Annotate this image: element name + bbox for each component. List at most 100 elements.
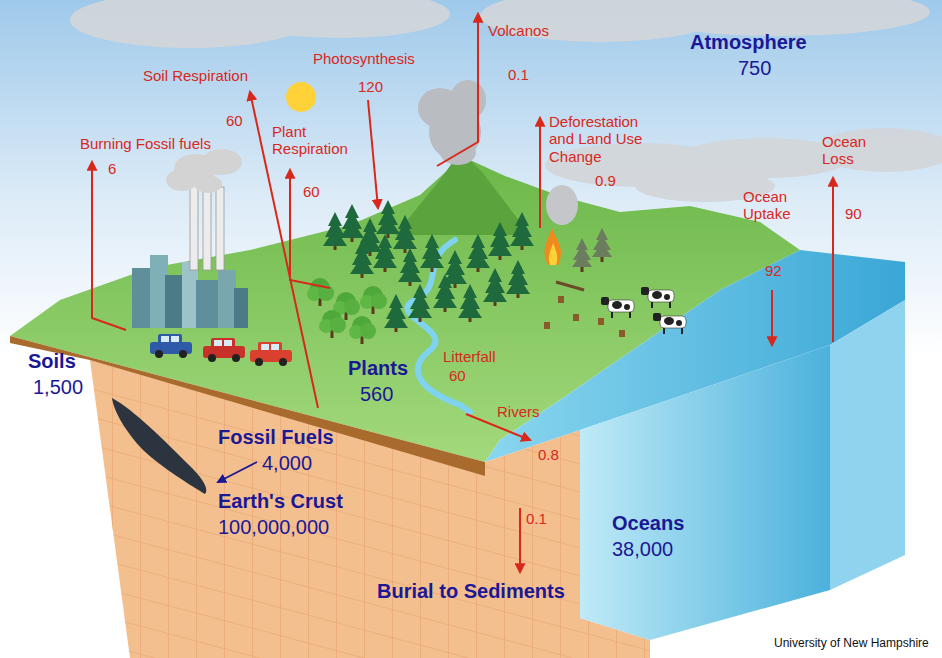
reservoir-amount: 38,000	[612, 538, 673, 561]
illustration-part	[558, 296, 564, 303]
illustration-part	[202, 149, 242, 175]
illustration-part	[549, 243, 557, 265]
illustration-part	[216, 187, 224, 270]
flux-label: 120	[358, 78, 383, 95]
flux-label: 60	[449, 367, 466, 384]
illustration-part	[393, 215, 417, 253]
illustration-part	[630, 0, 930, 36]
illustration-part	[556, 282, 584, 290]
illustration-part	[398, 248, 422, 286]
illustration-part	[234, 288, 248, 328]
illustration-part	[368, 100, 378, 208]
illustration-part	[92, 162, 126, 330]
ocean-front	[580, 345, 830, 640]
illustration-part	[653, 313, 686, 334]
illustration-part	[340, 204, 364, 242]
illustration-part	[519, 508, 521, 572]
fossil-fuel-deposit	[112, 398, 206, 494]
reservoir-name: Plants	[348, 357, 408, 380]
flux-label: Ocean Loss	[822, 133, 882, 168]
illustration-part	[230, 0, 450, 38]
pointer-arrow	[218, 462, 257, 482]
reservoir-amount: 750	[738, 57, 771, 80]
flux-label: Ocean Uptake	[743, 188, 805, 223]
illustration-part	[190, 182, 198, 270]
car	[203, 338, 245, 362]
illustration-part	[349, 316, 376, 344]
illustration-part	[598, 318, 604, 325]
flux-label: Plant Respiration	[272, 123, 367, 158]
illustration-part	[466, 234, 490, 272]
illustration-part	[307, 278, 334, 306]
illustration-part	[319, 310, 346, 338]
illustration-part	[546, 185, 578, 225]
illustration-part	[592, 228, 612, 262]
illustration-part	[832, 178, 834, 342]
illustration-part	[545, 228, 561, 265]
flux-label: Soil Respiration	[143, 67, 248, 84]
flux-label: 6	[108, 160, 116, 177]
illustration-part	[437, 14, 478, 166]
reservoir-amount: 560	[360, 383, 393, 406]
flux-label: Rivers	[497, 403, 540, 420]
flux-label: 0.1	[526, 510, 547, 527]
forest	[307, 200, 534, 344]
illustration-part	[771, 290, 773, 345]
illustration-part	[194, 175, 222, 193]
illustration-part	[376, 200, 400, 238]
illustration-part	[815, 128, 942, 172]
reservoir-name: Earth's Crust	[218, 490, 343, 513]
illustration-part	[458, 284, 482, 322]
illustration-part	[510, 212, 534, 250]
illustration-part	[218, 270, 236, 328]
ocean-side	[830, 300, 905, 590]
flux-arrows	[92, 14, 833, 572]
illustration-part	[601, 297, 634, 318]
illustration-part	[450, 80, 486, 120]
flux-label: 0.1	[508, 66, 529, 83]
illustration-part	[483, 268, 507, 306]
illustration-part	[350, 240, 374, 278]
illustration-part	[373, 234, 397, 272]
reservoir-amount: 100,000,000	[218, 516, 329, 539]
flux-label: Volcanos	[488, 22, 549, 39]
illustration-part	[488, 222, 512, 260]
flux-label: 0.8	[538, 446, 559, 463]
illustration-part	[384, 294, 408, 332]
illustration-part	[408, 284, 432, 322]
illustration-part	[323, 212, 347, 250]
flux-label: 92	[765, 262, 782, 279]
illustration-part	[572, 238, 592, 272]
flux-label: Burning Fossil fuels	[80, 135, 211, 152]
smokestacks	[190, 172, 224, 270]
illustration-part	[360, 286, 387, 314]
illustration-part	[433, 274, 457, 312]
illustration-part	[420, 234, 444, 272]
soil-layer	[10, 336, 485, 476]
reservoir-name: Oceans	[612, 512, 684, 535]
flux-label: Deforestation and Land Use Change	[549, 113, 659, 165]
illustration-part	[182, 262, 198, 328]
flux-label: 60	[303, 183, 320, 200]
flux-label: 0.9	[595, 172, 616, 189]
reservoir-name: Burial to Sediments	[377, 580, 565, 603]
volcano	[395, 160, 530, 235]
reservoir-amount: 4,000	[262, 452, 312, 475]
illustration-part	[166, 169, 198, 191]
flux-label: 60	[226, 112, 243, 129]
flux-label: Litterfall	[443, 348, 496, 365]
deforested-area	[544, 185, 686, 337]
illustration-part	[544, 322, 550, 329]
illustration-part	[506, 260, 530, 298]
car	[150, 334, 192, 358]
flux-label: Photosynthesis	[313, 50, 415, 67]
reservoir-name: Fossil Fuels	[218, 426, 334, 449]
illustration-part	[641, 287, 674, 308]
illustration-part	[619, 330, 625, 337]
clouds	[70, 0, 942, 202]
factory-smoke	[166, 149, 242, 193]
reservoir-name: Soils	[28, 350, 76, 373]
volcano-plume	[418, 80, 486, 165]
